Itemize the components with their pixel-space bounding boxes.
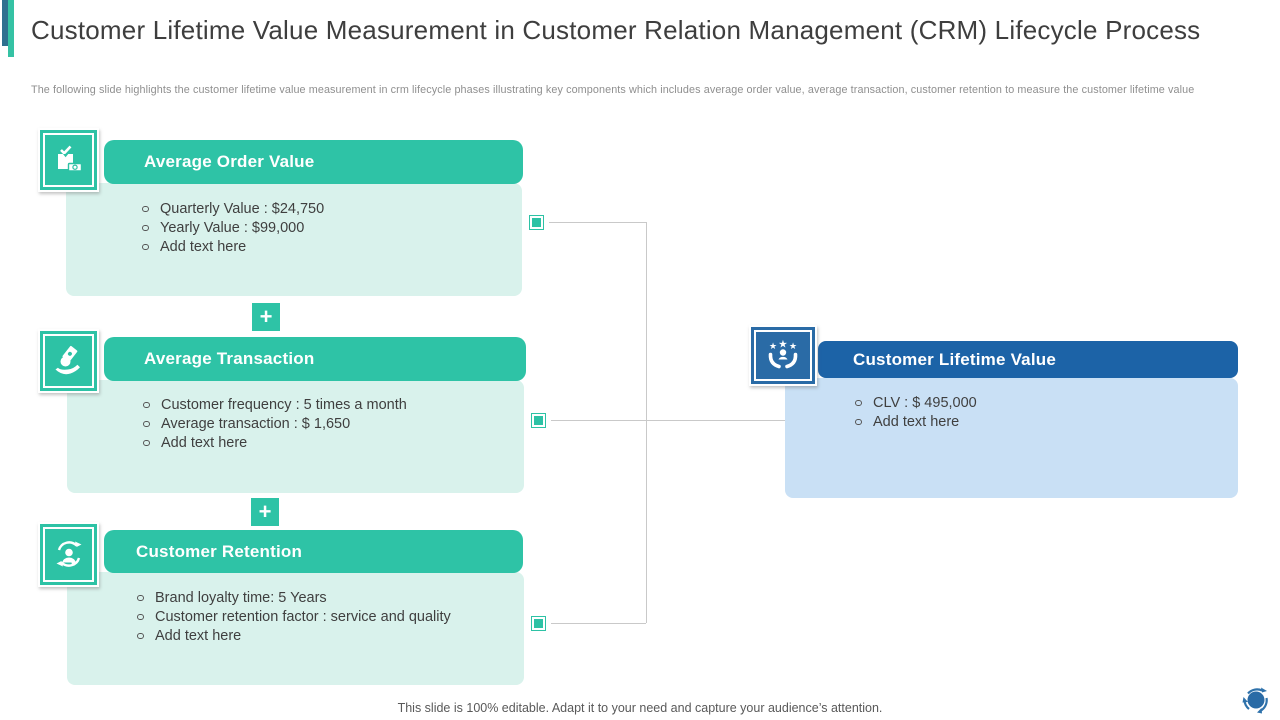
clv-icon-tile: ★ ★ ★	[749, 325, 817, 386]
footer-note: This slide is 100% editable. Adapt it to…	[397, 701, 883, 715]
aov-bullet-list: Quarterly Value : $24,750 Yearly Value :…	[140, 200, 522, 257]
svg-text:★: ★	[769, 342, 777, 352]
list-item: Add text here	[853, 413, 1238, 432]
svg-text:★: ★	[789, 342, 797, 352]
page-subtitle: The following slide highlights the custo…	[31, 84, 1195, 96]
list-item: Brand loyalty time: 5 Years	[135, 589, 524, 608]
hand-money-icon	[43, 334, 94, 388]
transaction-bullet-list: Customer frequency : 5 times a month Ave…	[141, 396, 524, 453]
connector-node-bottom	[531, 616, 546, 631]
transaction-header: Average Transaction	[104, 337, 526, 381]
accent-bar-dark	[2, 0, 8, 46]
list-item: Quarterly Value : $24,750	[140, 200, 522, 219]
aov-panel: Quarterly Value : $24,750 Yearly Value :…	[66, 183, 522, 296]
package-check-money-icon	[43, 133, 94, 187]
plus-connector-1: +	[252, 303, 280, 331]
clv-bullet-list: CLV : $ 495,000 Add text here	[853, 394, 1238, 432]
customer-care-stars-icon: ★ ★ ★	[754, 330, 812, 381]
clv-header: Customer Lifetime Value	[818, 341, 1238, 378]
retention-icon-tile	[38, 522, 99, 587]
page-title: Customer Lifetime Value Measurement in C…	[31, 15, 1201, 45]
list-item: Yearly Value : $99,000	[140, 219, 522, 238]
connector-vertical-line	[646, 222, 647, 623]
connector-line-bottom	[551, 623, 646, 624]
list-item: Add text here	[141, 434, 524, 453]
retention-header-label: Customer Retention	[136, 541, 303, 561]
aov-icon-tile	[38, 128, 99, 192]
clv-panel: CLV : $ 495,000 Add text here	[785, 378, 1238, 498]
customer-retention-icon	[43, 527, 94, 582]
aov-header: Average Order Value	[104, 140, 523, 184]
transaction-icon-tile	[38, 329, 99, 393]
list-item: CLV : $ 495,000	[853, 394, 1238, 413]
connector-node-top	[529, 215, 544, 230]
list-item: Add text here	[140, 238, 522, 257]
aov-header-label: Average Order Value	[144, 152, 315, 171]
plus-connector-2: +	[251, 498, 279, 526]
accent-bar-teal	[8, 0, 14, 57]
transaction-header-label: Average Transaction	[144, 349, 315, 368]
list-item: Average transaction : $ 1,650	[141, 415, 524, 434]
connector-line-top	[549, 222, 646, 223]
retention-bullet-list: Brand loyalty time: 5 Years Customer ret…	[135, 589, 524, 646]
retention-panel: Brand loyalty time: 5 Years Customer ret…	[67, 572, 524, 685]
plus-sign: +	[259, 304, 273, 329]
plus-sign: +	[258, 499, 272, 524]
list-item: Customer retention factor : service and …	[135, 608, 524, 627]
cycle-logo-icon	[1240, 684, 1272, 716]
retention-header: Customer Retention	[104, 530, 523, 573]
connector-line-middle	[551, 420, 785, 421]
svg-text:★: ★	[778, 338, 787, 350]
connector-node-middle	[531, 413, 546, 428]
transaction-panel: Customer frequency : 5 times a month Ave…	[67, 380, 524, 493]
list-item: Add text here	[135, 627, 524, 646]
list-item: Customer frequency : 5 times a month	[141, 396, 524, 415]
clv-header-label: Customer Lifetime Value	[853, 349, 1056, 369]
